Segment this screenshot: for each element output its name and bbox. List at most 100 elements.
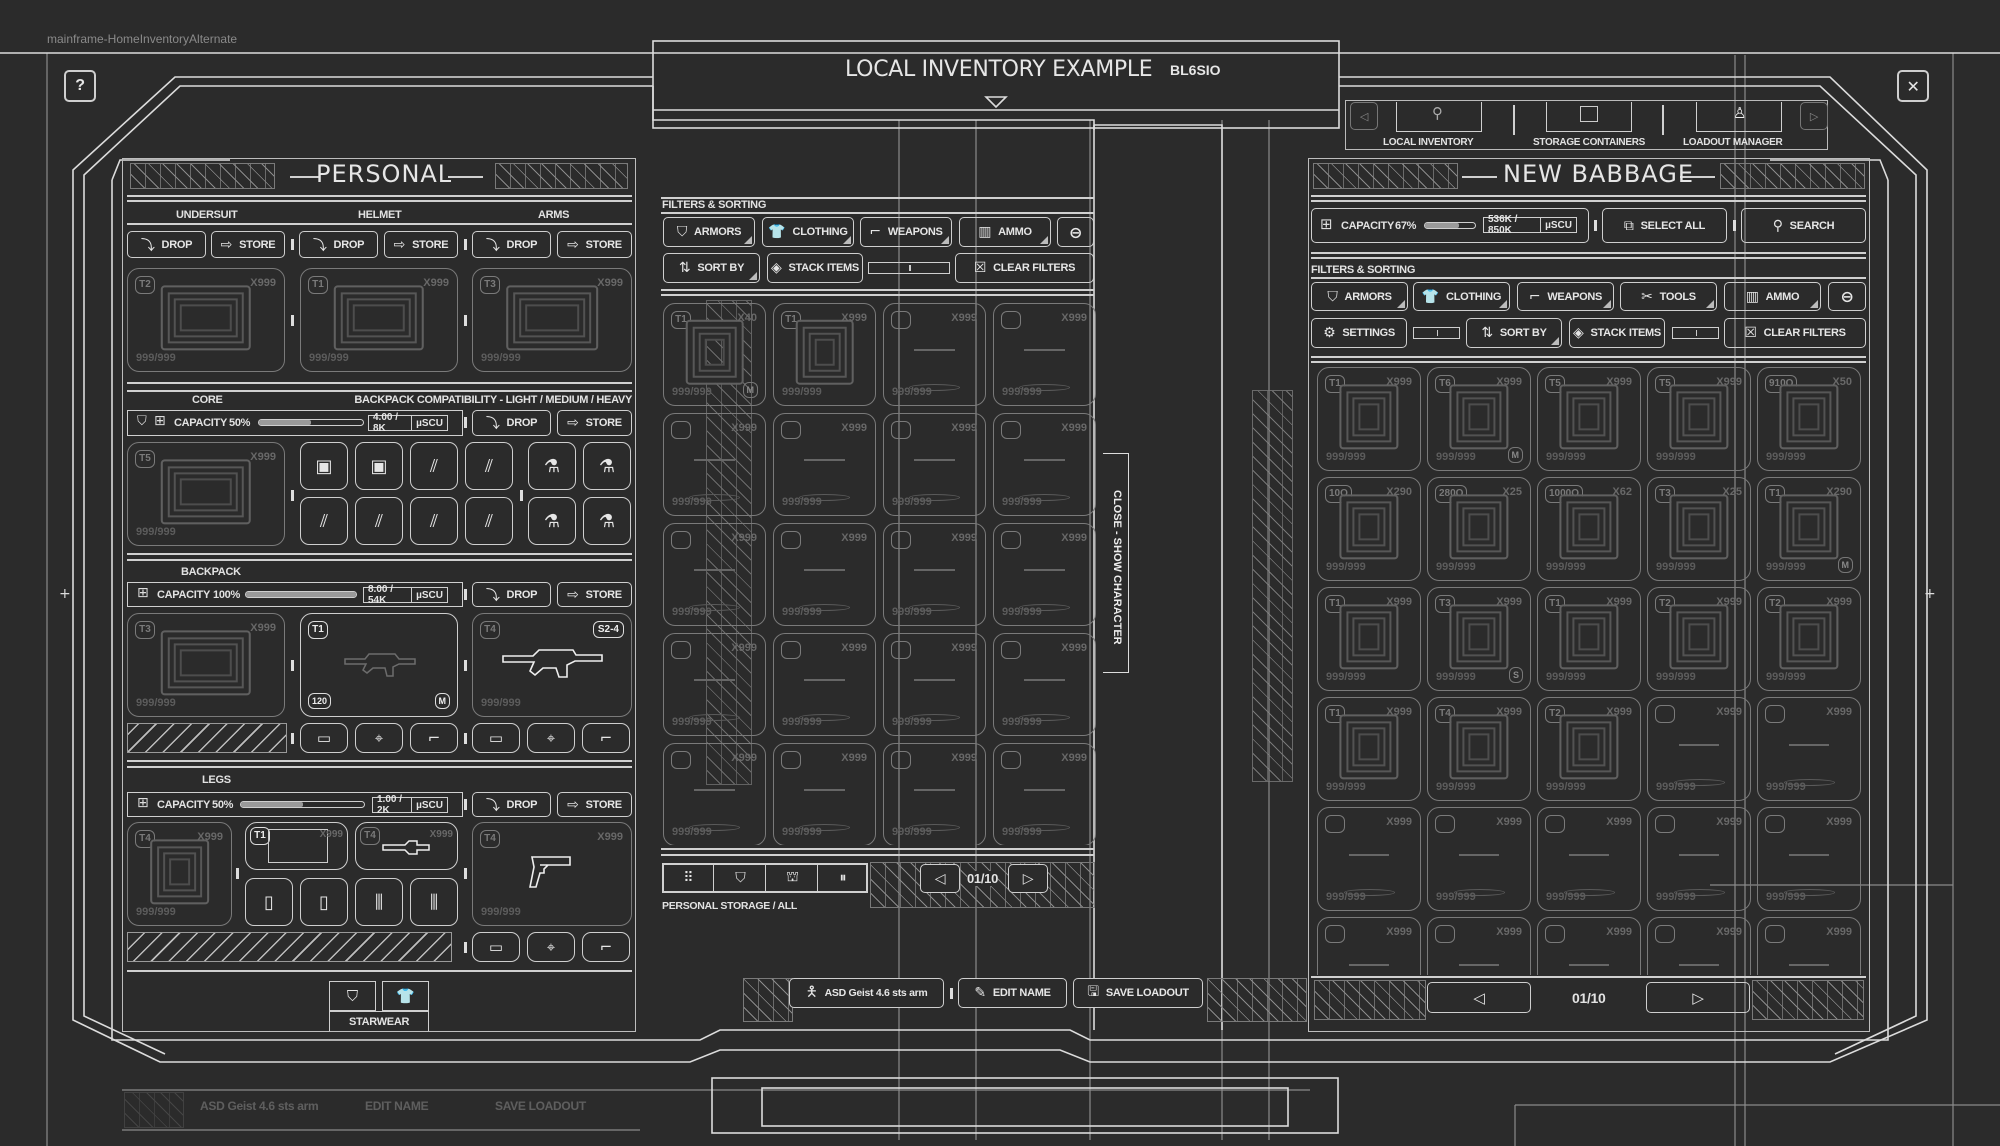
help-button[interactable]: ? (64, 70, 96, 102)
close-show-character-tab[interactable]: CLOSE - SHOW CHARACTER (1103, 453, 1129, 673)
backpack-weapon-slot-1[interactable]: T1 120 M (300, 613, 458, 717)
core-drop-button[interactable]: ⤵DROP (472, 410, 551, 436)
core-magazine-slot[interactable]: ⫽ (410, 442, 458, 490)
attachment-slot[interactable]: ⌖ (355, 723, 403, 753)
core-medpen-slot[interactable]: ⚗ (528, 442, 576, 490)
filter-clothing-button[interactable]: 👕CLOTHING (762, 217, 854, 247)
storage-clear-filters-button[interactable]: ☒CLEAR FILTERS (955, 253, 1094, 283)
loadout-name-button[interactable]: 🯅ASD Geist 4.6 sts arm (789, 978, 944, 1008)
legs-drop-button[interactable]: ⤵DROP (472, 792, 551, 817)
filter-armors-button[interactable]: ⛉ARMORS (663, 217, 755, 247)
backpack-weapon-slot-2[interactable]: T4 S2-4 999/999 (472, 613, 632, 717)
backpack-store-button[interactable]: ⇨STORE (557, 582, 632, 607)
location-stack-items-button[interactable]: ◈STACK ITEMS (1569, 318, 1665, 348)
core-magazine-slot[interactable]: ⫽ (300, 497, 348, 545)
core-medpen-slot[interactable]: ⚗ (528, 497, 576, 545)
core-magazine-slot[interactable]: ⫽ (465, 497, 513, 545)
starwear-armor-slot[interactable]: ⛉ (329, 981, 376, 1011)
legs-utility-slot[interactable]: ▯ (300, 878, 348, 926)
save-loadout-button[interactable]: 🖫SAVE LOADOUT (1073, 978, 1203, 1008)
attachment-slot[interactable]: ▭ (300, 723, 348, 753)
storage-next-page-button[interactable]: ▷ (1008, 864, 1048, 893)
filter-ammo-button[interactable]: ▥AMMO (959, 217, 1051, 247)
select-all-button[interactable]: ⧉SELECT ALL (1602, 208, 1727, 243)
legs-sidearm-slot[interactable]: T1 X999 (245, 822, 348, 870)
attachment-slot[interactable]: ⌐ (582, 723, 630, 753)
search-button[interactable]: ⚲SEARCH (1741, 208, 1866, 243)
legs-knife-slot[interactable]: T4 X999 (355, 822, 458, 870)
core-magazine-slot[interactable]: ⫽ (410, 497, 458, 545)
location-sort-by-button[interactable]: ⇅SORT BY (1466, 318, 1562, 348)
location-prev-page-button[interactable]: ◁ (1427, 982, 1531, 1013)
core-magazine-slot[interactable]: ⫽ (465, 442, 513, 490)
attachment-slot[interactable]: ⌖ (527, 723, 575, 753)
category-armor-tab[interactable]: ⛉ (716, 865, 766, 891)
more-filters-button[interactable]: ⊖ (1057, 217, 1094, 247)
close-button[interactable]: ✕ (1897, 70, 1929, 102)
helmet-store-button[interactable]: ⇨STORE (384, 231, 458, 258)
category-legs-tab[interactable]: ⏸ (820, 865, 866, 891)
storage-stack-toggle[interactable] (868, 262, 950, 274)
attachment-slot[interactable]: ⌐ (410, 723, 458, 753)
filter-weapons-button[interactable]: ⌐WEAPONS (1517, 282, 1614, 311)
core-medpen-slot[interactable]: ⚗ (583, 442, 631, 490)
helmet-drop-button[interactable]: ⤵DROP (299, 231, 378, 258)
nav-next-button[interactable]: ▷ (1800, 102, 1828, 130)
storage-stack-items-button[interactable]: ◈STACK ITEMS (767, 253, 863, 283)
legs-store-button[interactable]: ⇨STORE (557, 792, 632, 817)
filter-tools-button[interactable]: ✂TOOLS (1620, 282, 1717, 311)
filter-armors-button[interactable]: ⛉ARMORS (1311, 282, 1408, 311)
nav-tab-local-inventory[interactable]: ⚲ LOCAL INVENTORY (1380, 100, 1498, 150)
attachment-slot[interactable]: ▭ (472, 723, 520, 753)
legs-utility-slot[interactable]: ⫼ (410, 878, 458, 926)
backpack-drop-button[interactable]: ⤵DROP (472, 582, 551, 607)
nav-prev-button[interactable]: ◁ (1350, 102, 1378, 130)
edit-name-button[interactable]: ✎EDIT NAME (958, 978, 1067, 1008)
settings-toggle[interactable] (1413, 327, 1460, 339)
legs-pistol-slot[interactable]: T4 X999 999/999 (472, 822, 632, 926)
core-magazine-slot[interactable]: ⫽ (355, 497, 403, 545)
filter-clothing-button[interactable]: 👕CLOTHING (1413, 282, 1510, 311)
attachment-slot[interactable]: ⌐ (582, 932, 630, 962)
category-all-tab[interactable]: ⠿ (664, 865, 714, 891)
more-filters-button[interactable]: ⊖ (1828, 282, 1866, 311)
